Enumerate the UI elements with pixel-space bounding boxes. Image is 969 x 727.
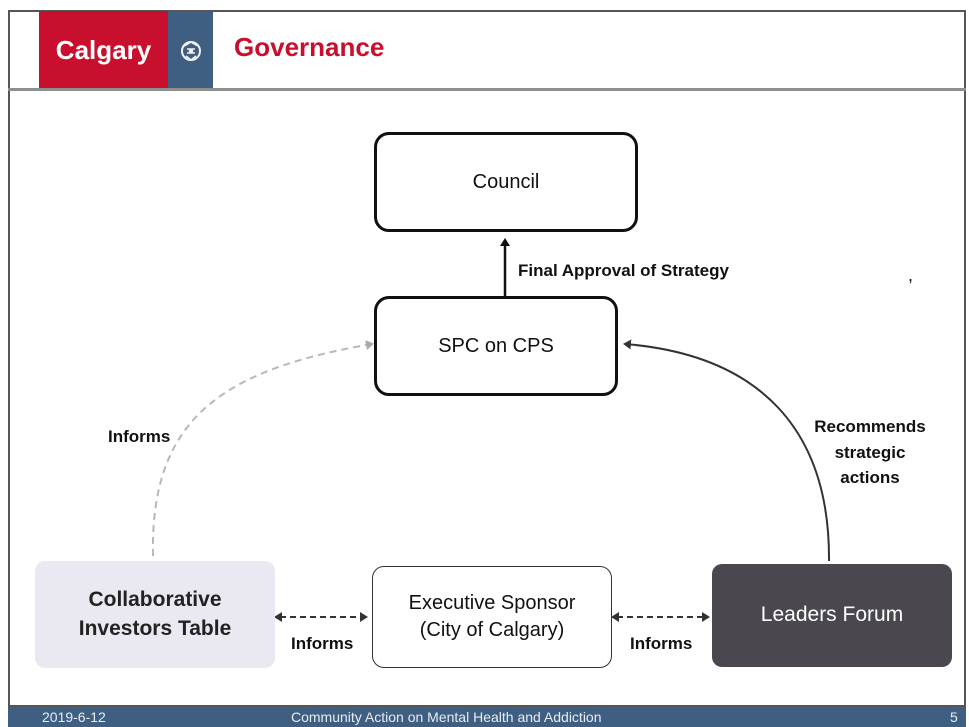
arrow-recommends xyxy=(623,339,831,562)
footer-date: 2019-6-12 xyxy=(42,709,106,725)
footer-title: Community Action on Mental Health and Ad… xyxy=(291,709,602,725)
calgary-logo: Calgary xyxy=(39,11,168,90)
node-leaders-label: Leaders Forum xyxy=(760,603,904,627)
page-title: Governance xyxy=(234,32,385,62)
edge-label-informs-left: Informs xyxy=(108,427,171,446)
edge-label-final-approval: Final Approval of Strategy xyxy=(518,261,729,280)
logo-text: Calgary xyxy=(55,35,152,65)
footer-bar: 2019-6-12 Community Action on Mental Hea… xyxy=(8,707,966,727)
slide-frame xyxy=(8,10,966,707)
stray-mark: , xyxy=(908,265,914,285)
crest-icon xyxy=(168,11,213,90)
node-council-label: Council xyxy=(472,170,540,193)
node-leaders-forum: Leaders Forum xyxy=(712,564,952,667)
footer-page-number: 5 xyxy=(950,709,958,725)
edge-label-informs-bottom-left: Informs xyxy=(291,634,354,653)
edge-label-recommends: Recommends strategic actions xyxy=(814,417,926,487)
node-executive-sponsor: Executive Sponsor (City of Calgary) xyxy=(372,566,612,668)
node-exec-label: Executive Sponsor (City of Calgary) xyxy=(408,592,576,641)
node-spc-label: SPC on CPS xyxy=(438,334,554,357)
header-divider xyxy=(8,88,966,91)
arrow-informs-left xyxy=(151,340,374,557)
crest-icon-graphic xyxy=(180,40,201,61)
node-spc-on-cps: SPC on CPS xyxy=(374,296,618,396)
node-collab-label: Collaborative Investors Table xyxy=(78,588,232,640)
node-collaborative-investors-table: Collaborative Investors Table xyxy=(35,561,275,668)
edge-label-informs-bottom-right: Informs xyxy=(630,634,693,653)
node-council: Council xyxy=(374,132,638,232)
